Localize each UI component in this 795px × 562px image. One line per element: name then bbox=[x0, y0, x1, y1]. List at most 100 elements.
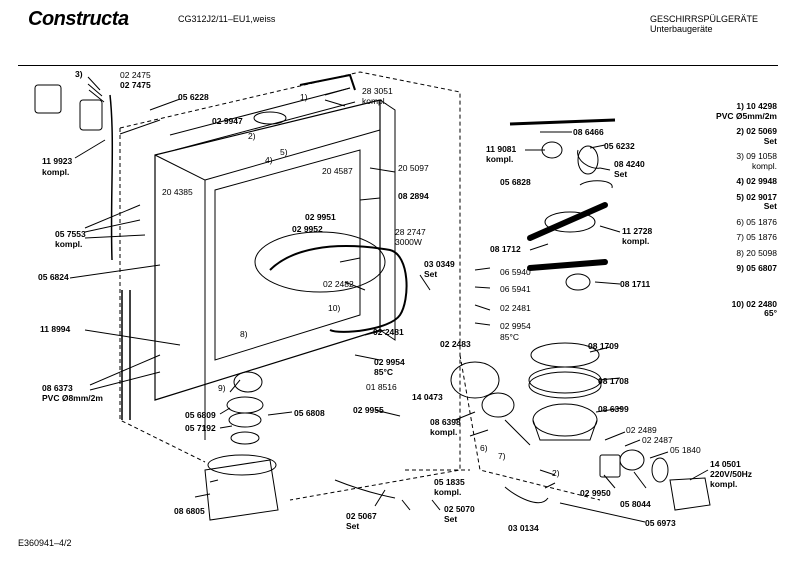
callout-2: 2) bbox=[552, 468, 560, 478]
part-025067: 02 5067 bbox=[346, 511, 377, 521]
part-057553: 05 7553 bbox=[55, 229, 86, 239]
part-081712: 08 1712 bbox=[490, 244, 521, 254]
voltage-label: 220V/50Hz bbox=[710, 469, 753, 479]
temp-label: 85°C bbox=[500, 332, 519, 342]
part-205097: 20 5097 bbox=[398, 163, 429, 173]
part-022482: 02 2482 bbox=[323, 279, 354, 289]
callout-7: 7) bbox=[498, 451, 506, 461]
part-022475: 02 2475 bbox=[120, 70, 151, 80]
document-id: E360941–4/2 bbox=[18, 538, 72, 548]
set-label: Set bbox=[444, 514, 458, 524]
kompl-label: kompl. bbox=[434, 487, 462, 497]
callout-1: 1) bbox=[300, 92, 308, 102]
part-119081: 11 9081 bbox=[486, 144, 517, 154]
part-022481: 02 2481 bbox=[373, 327, 404, 337]
callout-3: 3) bbox=[75, 69, 83, 79]
legend-item: 8) 20 5098 bbox=[736, 247, 777, 258]
part-081708: 08 1708 bbox=[598, 376, 629, 386]
part-140501: 14 0501 bbox=[710, 459, 741, 469]
legend-item: 10) 02 2480 bbox=[731, 298, 777, 309]
kompl-label: kompl. bbox=[362, 96, 388, 106]
part-086466: 08 6466 bbox=[573, 127, 604, 137]
kompl-label: kompl. bbox=[55, 239, 83, 249]
kompl-label: kompl. bbox=[42, 167, 70, 177]
category-title: GESCHIRRSPÜLGERÄTE bbox=[650, 14, 759, 24]
part-030134: 03 0134 bbox=[508, 523, 539, 533]
part-204385: 20 4385 bbox=[162, 187, 193, 197]
callout-9: 9) bbox=[218, 383, 226, 393]
part-065940: 06 5940 bbox=[500, 267, 531, 277]
part-056232: 05 6232 bbox=[604, 141, 635, 151]
part-022481: 02 2481 bbox=[500, 303, 531, 313]
part-056824: 05 6824 bbox=[38, 272, 69, 282]
part-086399: 08 6399 bbox=[598, 404, 629, 414]
part-027475: 02 7475 bbox=[120, 80, 151, 90]
legend-item-sub: 65° bbox=[764, 308, 777, 318]
part-018516: 01 8516 bbox=[366, 382, 397, 392]
legend-item: 3) 09 1058 bbox=[736, 151, 777, 161]
legend-item: 9) 05 6807 bbox=[736, 263, 777, 273]
part-029954: 02 9954 bbox=[374, 357, 405, 367]
legend-item-sub: Set bbox=[763, 201, 777, 211]
set-label: Set bbox=[424, 269, 438, 279]
part-140473: 14 0473 bbox=[412, 392, 443, 402]
part-056828: 05 6828 bbox=[500, 177, 531, 187]
part-051835: 05 1835 bbox=[434, 477, 465, 487]
part-022483: 02 2483 bbox=[440, 339, 471, 349]
kompl-label: kompl. bbox=[486, 154, 514, 164]
legend-item: 2) 02 5069 bbox=[736, 126, 777, 136]
part-204587: 20 4587 bbox=[322, 166, 353, 176]
part-086373: 08 6373 bbox=[42, 383, 73, 393]
part-029955: 02 9955 bbox=[353, 405, 384, 415]
part-084240: 08 4240 bbox=[614, 159, 645, 169]
part-056808: 05 6808 bbox=[294, 408, 325, 418]
part-051840: 05 1840 bbox=[670, 445, 701, 455]
subcategory-title: Unterbaugeräte bbox=[650, 24, 713, 34]
callout-6: 6) bbox=[480, 443, 488, 453]
temp-label: 85°C bbox=[374, 367, 393, 377]
part-058044: 05 8044 bbox=[620, 499, 651, 509]
part-086805: 08 6805 bbox=[174, 506, 205, 516]
kompl-label: kompl. bbox=[430, 427, 458, 437]
part-056973: 05 6973 bbox=[645, 518, 676, 528]
part-282747: 28 2747 bbox=[395, 227, 426, 237]
part-082894: 08 2894 bbox=[398, 191, 429, 201]
set-label: Set bbox=[614, 169, 628, 179]
part-081711: 08 1711 bbox=[620, 279, 651, 289]
legend-item: 4) 02 9948 bbox=[736, 176, 777, 186]
part-029947: 02 9947 bbox=[212, 116, 243, 126]
part-081709: 08 1709 bbox=[588, 341, 619, 351]
part-022487: 02 2487 bbox=[642, 435, 673, 445]
footnote-legend: 1) 10 4298 PVC Ø5mm/2m 2) 02 5069 Set 3)… bbox=[657, 101, 777, 319]
callout-2: 2) bbox=[248, 131, 256, 141]
part-086398: 08 6398 bbox=[430, 417, 461, 427]
part-118994: 11 8994 bbox=[40, 324, 71, 334]
part-065941: 06 5941 bbox=[500, 284, 531, 294]
part-119923: 11 9923 bbox=[42, 156, 73, 166]
part-029954: 02 9954 bbox=[500, 321, 531, 331]
header-rule bbox=[18, 65, 778, 66]
callout-8: 8) bbox=[240, 329, 248, 339]
part-112728: 11 2728 bbox=[622, 226, 653, 236]
part-025070: 02 5070 bbox=[444, 504, 475, 514]
part-056228: 05 6228 bbox=[178, 92, 209, 102]
part-057192: 05 7192 bbox=[185, 423, 216, 433]
part-022489: 02 2489 bbox=[626, 425, 657, 435]
model-number: CG312J2/11–EU1,weiss bbox=[178, 14, 276, 24]
legend-item: 6) 05 1876 bbox=[736, 216, 777, 227]
callout-10: 10) bbox=[328, 303, 341, 313]
part-029952: 02 9952 bbox=[292, 224, 323, 234]
legend-item: 1) 10 4298 bbox=[736, 101, 777, 111]
legend-item-sub: PVC Ø5mm/2m bbox=[716, 110, 777, 121]
part-029951: 02 9951 bbox=[305, 212, 336, 222]
part-283051: 28 3051 bbox=[362, 86, 393, 96]
part-056809: 05 6809 bbox=[185, 410, 216, 420]
callout-5: 5) bbox=[280, 147, 288, 157]
part-029950: 02 9950 bbox=[580, 488, 611, 498]
kompl-label: kompl. bbox=[710, 479, 738, 489]
callout-4: 4) bbox=[265, 155, 273, 165]
part-030349: 03 0349 bbox=[424, 259, 455, 269]
legend-item: 7) 05 1876 bbox=[736, 232, 777, 242]
kompl-label: kompl. bbox=[622, 236, 650, 246]
